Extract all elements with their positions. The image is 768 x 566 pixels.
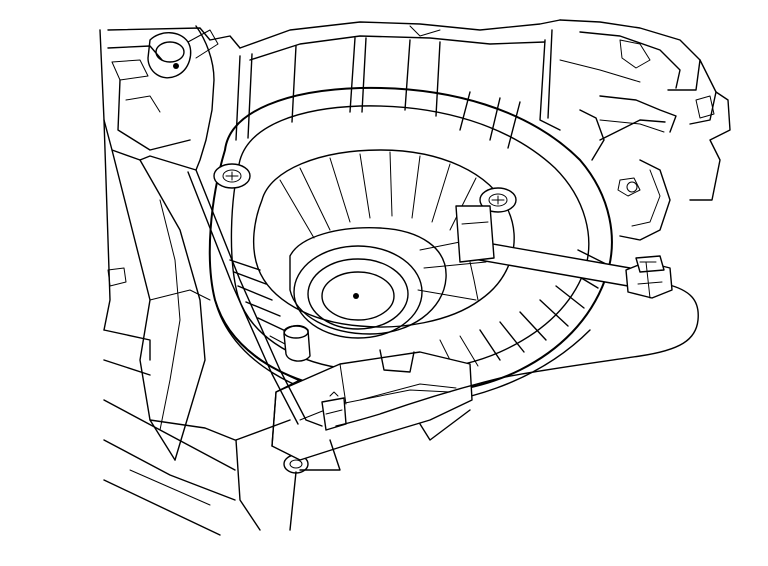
electrical-connector <box>625 255 673 299</box>
blower-scroll-housing <box>208 29 677 407</box>
hvac-housing <box>99 19 731 536</box>
blower-motor <box>253 149 515 339</box>
actuator <box>139 25 219 171</box>
blower-resistor <box>235 324 473 531</box>
